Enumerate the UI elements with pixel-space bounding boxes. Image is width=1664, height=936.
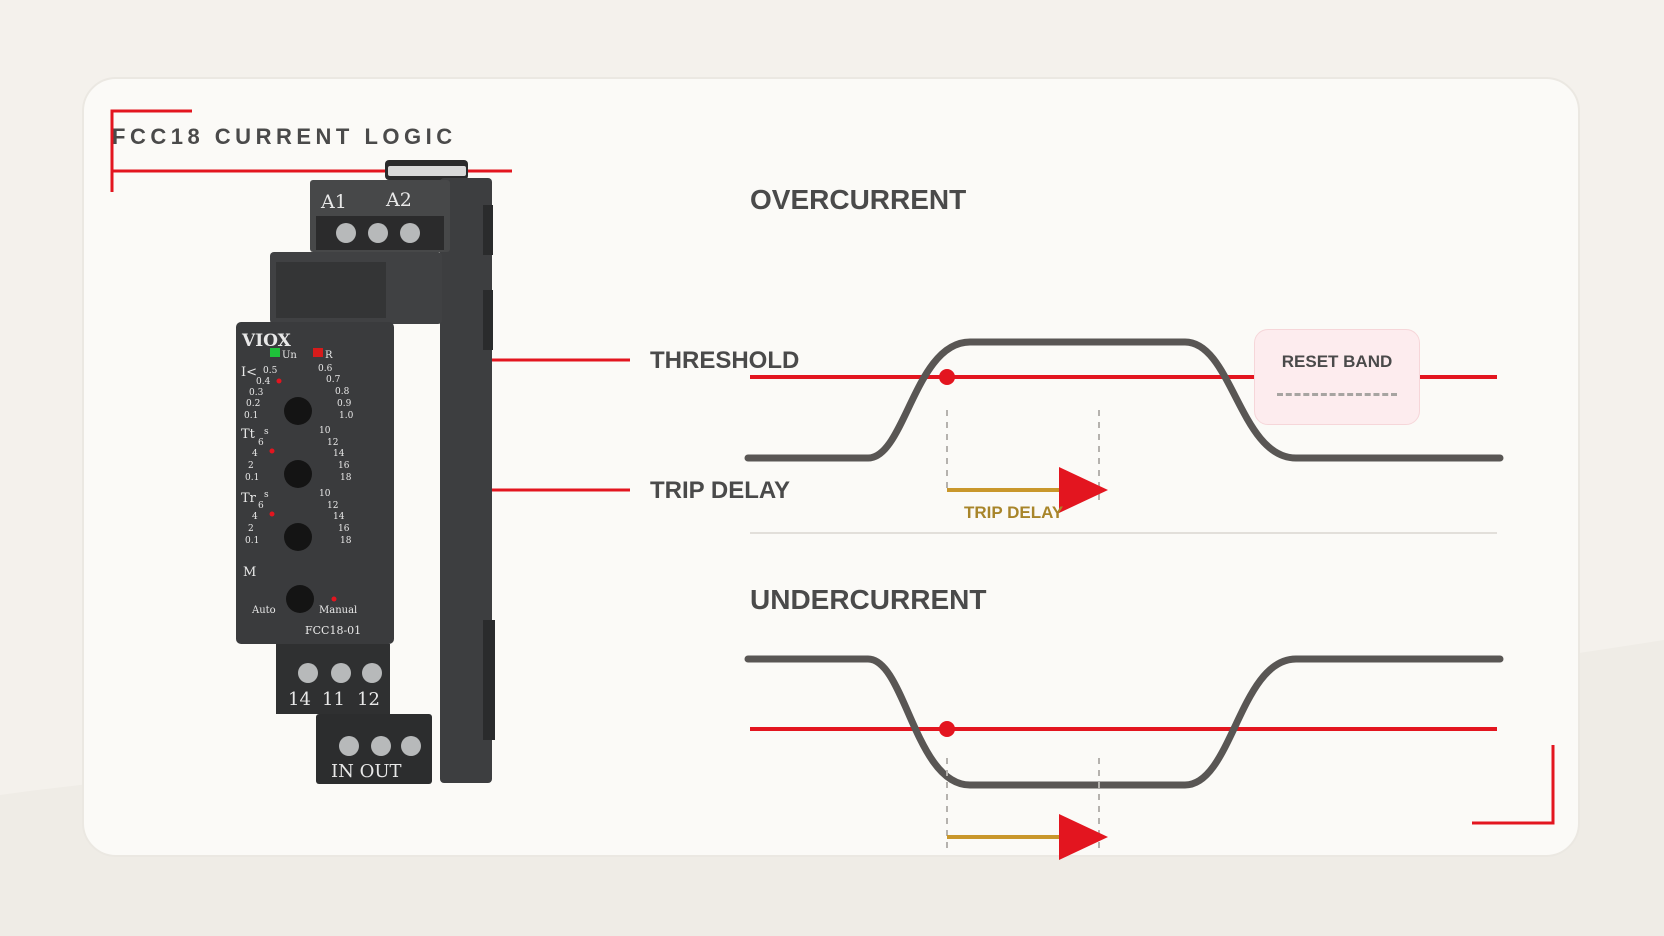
device-terminal-a2: A2 [385, 189, 412, 211]
threshold-label: THRESHOLD [650, 347, 800, 374]
reset-band-box: RESET BAND [1254, 329, 1420, 425]
trip-delay-label: TRIP DELAY [650, 477, 791, 504]
overcurrent-signal-curve [744, 338, 1504, 462]
undercurrent-title: UNDERCURRENT [750, 584, 987, 615]
device-terminal-a1: A1 [320, 191, 347, 213]
reset-band-label: RESET BAND [1281, 352, 1393, 371]
overcurrent-title: OVERCURRENT [750, 184, 967, 215]
reset-band-dash [1277, 393, 1397, 396]
device-terminal-11: 11 [322, 689, 345, 710]
corner-bracket-bottom-right [1472, 745, 1555, 825]
device-dial-tr-label: Tr [241, 491, 257, 506]
undercurrent-signal-curve [744, 655, 1504, 789]
overcurrent-trip-delay-label: TRIP DELAY [964, 503, 1064, 522]
device-dial-tt-scale: s 6 4 2 0.1 10 12 14 16 18 [245, 426, 352, 483]
device-terminal-14: 14 [288, 689, 311, 710]
device-dial-tt-label: Tt [241, 427, 256, 442]
device-mode-manual: Manual [319, 605, 357, 616]
device-led-r: R [325, 350, 333, 361]
device-dial-current-label: I< [241, 365, 257, 380]
undercurrent-delay-arrow [1059, 814, 1108, 860]
device-mode-label: M [243, 565, 256, 580]
device-terminal-12: 12 [357, 689, 380, 710]
device-led-un: Un [282, 350, 297, 361]
device-model: FCC18-01 [305, 624, 361, 637]
device-dial-current-scale: 0.5 0.4 0.3 0.2 0.1 0.6 0.7 0.8 0.9 1.0 [244, 364, 354, 421]
diagram-title: FCC18 CURRENT LOGIC [112, 124, 457, 149]
device-dial-tr-scale: s 6 4 2 0.1 10 12 14 16 18 [245, 489, 352, 546]
device-mode-auto: Auto [251, 605, 276, 616]
device-io-label: IN OUT [331, 761, 402, 782]
overcurrent-trigger-dot [939, 369, 955, 385]
relay-device: VIOX A1 A2 Un R I< 0.5 0.4 0.3 0.2 0.1 0… [236, 160, 495, 784]
device-brand: VIOX [241, 331, 292, 351]
undercurrent-trigger-dot [939, 721, 955, 737]
overcurrent-delay-arrow [1059, 467, 1108, 513]
